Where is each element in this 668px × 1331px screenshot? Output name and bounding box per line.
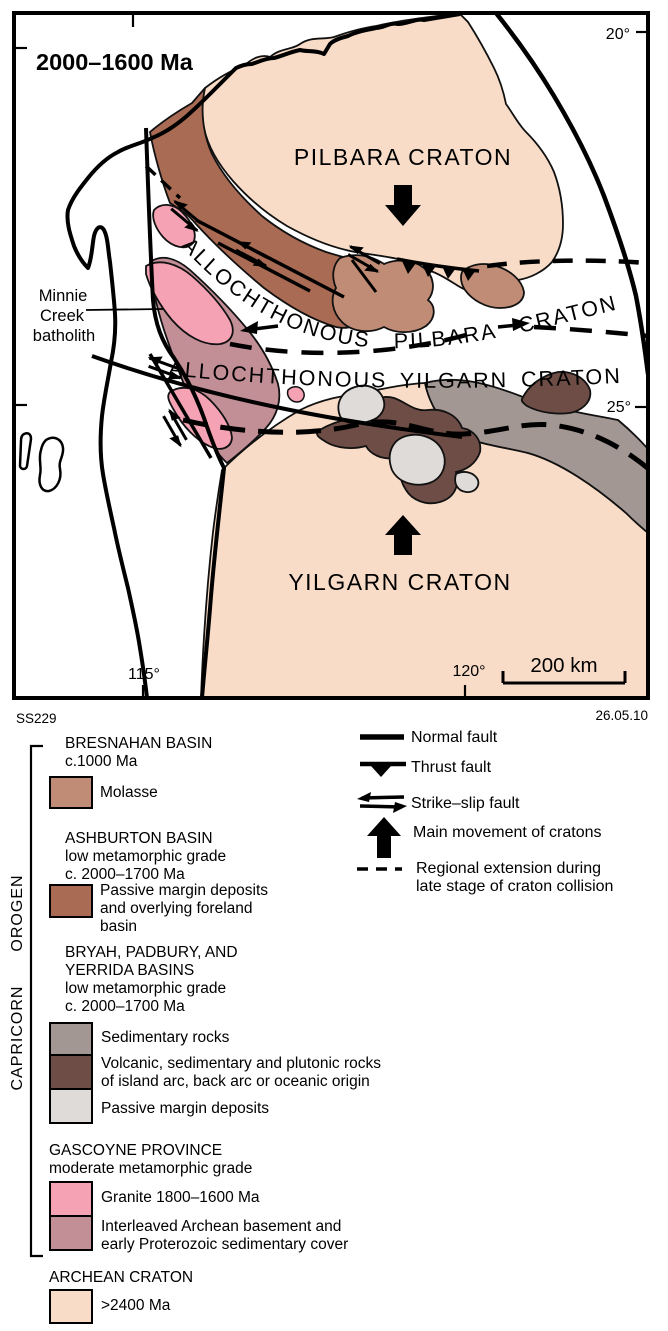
graticule-ticks	[14, 13, 648, 698]
figure-code: SS229	[16, 711, 57, 726]
legend-item-label: basin	[100, 918, 138, 935]
legend-section-grade: low metamorphic grade	[65, 980, 227, 997]
granite-swatch	[49, 1181, 93, 1217]
legend-item-label: Sedimentary rocks	[101, 1029, 230, 1046]
regional-extension-icon	[357, 867, 402, 871]
normal-fault-icon	[360, 734, 404, 740]
molasse-swatch	[49, 776, 93, 809]
strike-slip-fault-icon	[357, 792, 407, 813]
coastline	[65, 15, 461, 696]
granite-region	[286, 386, 305, 403]
pilbara-movement-arrow	[385, 185, 421, 226]
passive-margin-region	[388, 433, 446, 486]
capricorn-bracket	[29, 744, 43, 1258]
strike-slip-fault-line	[195, 218, 345, 299]
extension-dashed-line	[229, 331, 471, 356]
map-title: 2000–1600 Ma	[36, 49, 194, 75]
legend-item-label: Passive margin deposits	[101, 1100, 269, 1117]
legend-item-label: >2400 Ma	[101, 1297, 171, 1314]
scale-bar	[501, 671, 627, 685]
legend-section-age: c.1000 Ma	[65, 753, 138, 770]
legend-item-label: early Proterozoic sedimentary cover	[101, 1236, 349, 1253]
extension-arrow-left-head	[240, 321, 258, 334]
passive-margin-swatch	[49, 1088, 93, 1124]
minnie-creek-label: Minnie	[39, 287, 88, 305]
lat-25-label: 25°	[607, 399, 631, 416]
extension-arrow-right-head	[512, 318, 530, 331]
lat-20-label: 20°	[606, 26, 630, 43]
volcanic-swatch	[49, 1054, 93, 1090]
minnie-creek-label: batholith	[33, 327, 95, 345]
lon-115-label: 115°	[128, 666, 160, 683]
capricorn-vertical-label: CAPRICORN	[9, 985, 26, 1091]
ashburton-swatch	[49, 884, 93, 918]
granite-region	[152, 204, 196, 249]
archean-swatch	[49, 1289, 93, 1324]
extension-arrow-left	[253, 324, 279, 331]
legend-item-label: and overlying foreland	[100, 900, 253, 917]
thrust-fault-label: Thrust fault	[411, 759, 492, 776]
sedimentary-swatch	[49, 1022, 93, 1056]
geological-map: ALLOCHTHONOUS PILBARA CRATON ALLOCHTHONO…	[12, 11, 650, 726]
lon-120-label: 120°	[452, 663, 485, 680]
long-normal-fault	[91, 354, 463, 439]
legend-section-title: GASCOYNE PROVINCE	[49, 1142, 223, 1159]
normal-fault-label: Normal fault	[411, 729, 498, 746]
minnie-creek-label: Creek	[40, 307, 85, 325]
movement-arrow-icon	[367, 817, 401, 858]
regional-extension-label: late stage of craton collision	[416, 878, 614, 895]
figure-date: 26.05.10	[595, 708, 648, 723]
legend-section-grade: moderate metamorphic grade	[49, 1160, 253, 1177]
legend-section-title: BRESNAHAN BASIN	[65, 735, 213, 752]
fault-line	[350, 259, 378, 293]
island	[18, 431, 33, 471]
volcanic-patch-region	[520, 371, 592, 415]
legend-item-label: Passive margin deposits	[100, 882, 268, 899]
strike-slip-fault-label: Strike–slip fault	[411, 795, 520, 812]
orogen-vertical-label: OROGEN	[9, 874, 26, 952]
legend-item-label: Volcanic, sedimentary and plutonic rocks	[101, 1055, 382, 1072]
legend-item-label: Molasse	[100, 784, 158, 801]
island	[38, 436, 65, 493]
movement-label: Main movement of cratons	[413, 824, 602, 841]
legend-section-title: BRYAH, PADBURY, AND	[65, 944, 238, 961]
dashed-fault	[144, 164, 182, 200]
extension-dashed-line	[182, 417, 646, 471]
pilbara-craton-region	[201, 15, 564, 292]
legend-section-title: YERRIDA BASINS	[65, 962, 195, 979]
minnie-creek-leader-line	[85, 308, 164, 311]
bresnahan-molasse-region	[331, 254, 435, 334]
legend-section-age: c. 2000–1700 Ma	[65, 998, 185, 1015]
strike-slip-fault-line	[217, 241, 311, 293]
legend-section-age: c. 2000–1700 Ma	[65, 866, 185, 883]
pilbara-craton-label: PILBARA CRATON	[294, 144, 512, 170]
legend-item-label: of island arc, back arc or oceanic origi…	[101, 1073, 370, 1090]
legend-section-title: ARCHEAN CRATON	[49, 1269, 194, 1286]
interleaved-swatch	[49, 1215, 93, 1251]
legend-item-label: Granite 1800–1600 Ma	[101, 1189, 260, 1206]
regional-extension-label: Regional extension during	[416, 860, 602, 877]
northeast-coastline	[494, 15, 646, 375]
legend-section-title: ASHBURTON BASIN	[65, 830, 213, 847]
passive-margin-region	[454, 471, 480, 493]
thrust-fault-icon	[360, 761, 406, 777]
legend-item-label: Interleaved Archean basement and	[101, 1218, 342, 1235]
yilgarn-craton-label: YILGARN CRATON	[288, 569, 511, 595]
thrust-fault-teeth	[402, 261, 476, 281]
extension-dashed-line	[486, 258, 646, 269]
scale-bar-label: 200 km	[530, 654, 597, 677]
granite-region	[167, 386, 233, 450]
yilgarn-movement-arrow	[385, 515, 421, 555]
granite-region	[145, 261, 234, 346]
extension-dashed-line	[533, 324, 646, 339]
western-boundary-fault	[144, 127, 227, 696]
legend-section-grade: low metamorphic grade	[65, 848, 227, 865]
